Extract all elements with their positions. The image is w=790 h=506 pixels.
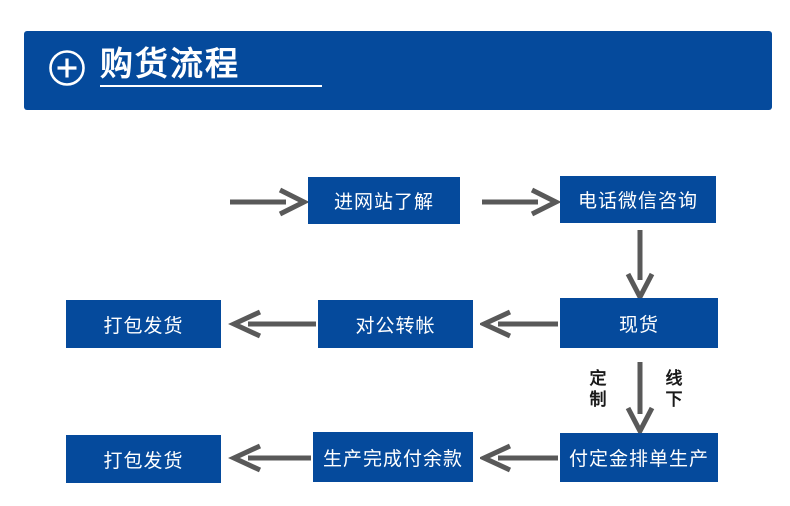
- arrow-in-stock-to-deposit: [620, 360, 660, 437]
- arrow-in-stock-to-transfer: [478, 308, 560, 340]
- flow-node-ship-1[interactable]: 打包发货: [66, 300, 221, 348]
- branch-label-char: 下: [665, 390, 683, 409]
- arrow-enter-site-to-consult: [480, 186, 562, 218]
- flow-node-in-stock[interactable]: 现货: [560, 298, 718, 348]
- flow-node-consult[interactable]: 电话微信咨询: [560, 176, 716, 223]
- flow-node-label: 生产完成付余款: [322, 448, 463, 470]
- page-title: 购货流程: [100, 45, 240, 82]
- flow-node-balance[interactable]: 生产完成付余款: [313, 432, 473, 482]
- flow-node-label: 进网站了解: [333, 192, 434, 213]
- flow-node-label: 对公转帐: [355, 315, 436, 337]
- arrow-consult-to-in-stock: [620, 228, 660, 303]
- flow-node-transfer[interactable]: 对公转帐: [318, 300, 473, 348]
- flow-node-label: 付定金排单生产: [568, 449, 709, 470]
- branch-label-custom: 定 制: [588, 368, 608, 410]
- arrow-transfer-to-ship-1: [228, 308, 318, 340]
- title-underline: [100, 85, 322, 87]
- flow-node-label: 电话微信咨询: [577, 191, 698, 212]
- branch-label-offline: 线 下: [664, 368, 684, 410]
- flow-node-deposit[interactable]: 付定金排单生产: [560, 433, 718, 482]
- arrow-right-to-enter-site: [228, 186, 310, 218]
- flow-node-label: 现货: [618, 314, 659, 336]
- flow-node-enter-site[interactable]: 进网站了解: [308, 177, 460, 224]
- arrow-deposit-to-balance: [478, 442, 560, 474]
- header-banner: 购货流程: [24, 31, 772, 110]
- flow-node-label: 打包发货: [103, 315, 184, 337]
- branch-label-char: 制: [589, 390, 607, 409]
- flow-node-ship-2[interactable]: 打包发货: [66, 435, 221, 483]
- flow-node-label: 打包发货: [103, 450, 184, 472]
- arrow-balance-to-ship-2: [228, 442, 313, 474]
- circle-plus-icon: [48, 49, 86, 87]
- branch-label-char: 定: [589, 369, 607, 388]
- branch-label-char: 线: [665, 369, 683, 388]
